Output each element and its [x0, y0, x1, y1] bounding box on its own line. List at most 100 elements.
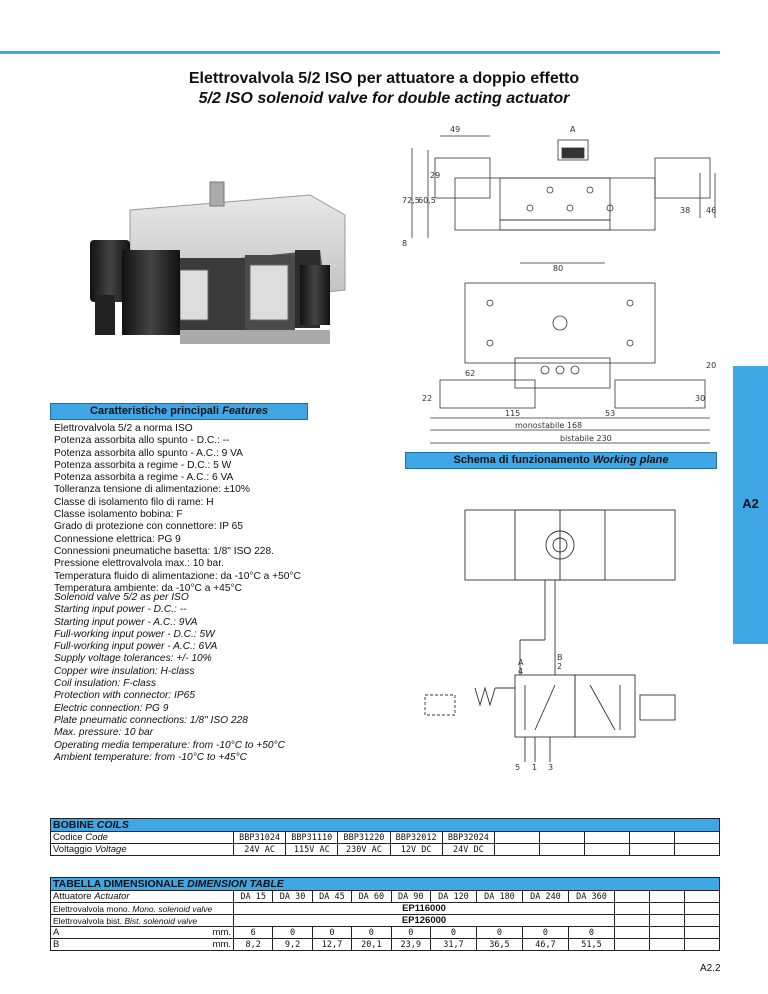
- coil-voltage: 115V AC: [285, 843, 339, 856]
- dim-b: 12,7: [311, 938, 353, 951]
- svg-text:62: 62: [465, 369, 475, 378]
- port-a-num: 4: [518, 667, 523, 676]
- svg-text:49: 49: [450, 125, 460, 134]
- empty-cell: [684, 926, 720, 939]
- empty-cell: [629, 843, 675, 856]
- port-a-label: A: [518, 658, 524, 667]
- voltage-label-it: Voltaggio: [53, 844, 93, 855]
- features-header-it: Caratteristiche principali: [90, 405, 220, 417]
- row-b-name: B: [53, 939, 60, 950]
- feature-en: Max. pressure: 10 bar: [54, 727, 154, 739]
- header-rule: [0, 51, 720, 54]
- mono-valve-code: EP116000: [233, 902, 615, 915]
- features-list-it: Elettrovalvola 5/2 a norma ISO Potenza a…: [54, 423, 301, 595]
- page-title: Elettrovalvola 5/2 ISO per attuatore a d…: [188, 70, 580, 87]
- mono-label-it: Elettrovalvola mono.: [53, 903, 131, 914]
- feature-it: Pressione elettrovalvola max.: 10 bar.: [54, 558, 224, 570]
- coil-code: BBP31024: [232, 831, 287, 844]
- dimension-title-it: TABELLA DIMENSIONALE: [53, 878, 185, 890]
- bist-valve-code: EP126000: [233, 914, 615, 927]
- coil-code: BBP32012: [389, 831, 443, 844]
- empty-cell: [649, 926, 685, 939]
- schema-header-en: Working plane: [592, 454, 669, 466]
- svg-text:72,5: 72,5: [402, 196, 420, 205]
- dim-b: 8,2: [232, 938, 274, 951]
- feature-it: Classe di isolamento filo di rame: H: [54, 496, 214, 508]
- schema-header-it: Schema di funzionamento: [453, 454, 590, 466]
- svg-text:bistabile 230: bistabile 230: [560, 434, 612, 443]
- feature-en: Supply voltage tolerances: +/- 10%: [54, 653, 212, 665]
- actuator: DA 180: [475, 890, 523, 903]
- feature-en: Starting input power - A.C.: 9VA: [54, 616, 198, 628]
- feature-en: Starting input power - D.C.: --: [54, 604, 187, 616]
- feature-en: Electric connection: PG 9: [54, 702, 169, 714]
- empty-cell: [584, 843, 630, 856]
- coils-title-it: BOBINE: [53, 819, 94, 831]
- empty-cell: [684, 902, 720, 915]
- mono-valve-label: Elettrovalvola mono. Mono. solenoid valv…: [50, 902, 234, 915]
- features-list-en: Solenoid valve 5/2 as per ISO Starting i…: [54, 592, 285, 764]
- actuator-label-en: Actuator: [94, 891, 130, 902]
- coils-table: BOBINE COILS Codice Code BBP31024 BBP311…: [50, 818, 720, 856]
- code-label-it: Codice: [53, 832, 83, 843]
- feature-it: Tolleranza tensione di alimentazione: ±1…: [54, 484, 250, 496]
- empty-cell: [614, 902, 650, 915]
- empty-cell: [649, 890, 685, 903]
- empty-cell: [584, 831, 630, 844]
- feature-it: Potenza assorbita allo spunto - D.C.: --: [54, 435, 230, 447]
- empty-cell: [614, 926, 650, 939]
- technical-drawing: 49 A 72,5 60,5 29 8 38 46 80 62 20 22 30…: [402, 125, 716, 444]
- dim-b: 46,7: [521, 938, 569, 951]
- dim-a: 0: [429, 926, 477, 939]
- dim-a: 0: [567, 926, 616, 939]
- row-b-unit: mm.: [212, 939, 231, 950]
- feature-en: Full-working input power - D.C.: 5W: [54, 628, 215, 640]
- empty-cell: [649, 914, 685, 927]
- feature-it: Temperatura fluido di alimentazione: da …: [54, 570, 301, 582]
- dim-a: 0: [475, 926, 523, 939]
- actuator: DA 90: [390, 890, 431, 903]
- feature-it: Potenza assorbita a regime - A.C.: 6 VA: [54, 472, 234, 484]
- features-header: Caratteristiche principali Features: [50, 403, 308, 420]
- port-b-num: 2: [557, 662, 562, 671]
- coil-voltage: 24V DC: [441, 843, 496, 856]
- feature-en: Operating media temperature: from -10°C …: [54, 739, 285, 751]
- coils-title-en: COILS: [96, 819, 129, 831]
- dim-b: 51,5: [567, 938, 616, 951]
- dim-a: 0: [521, 926, 569, 939]
- feature-it: Connessioni pneumatiche basetta: 1/8" IS…: [54, 545, 274, 557]
- dim-a: 0: [390, 926, 431, 939]
- svg-text:monostabile 168: monostabile 168: [515, 421, 582, 430]
- svg-text:38: 38: [680, 206, 690, 215]
- features-header-en: Features: [222, 405, 268, 417]
- svg-text:80: 80: [553, 264, 563, 273]
- feature-it: Elettrovalvola 5/2 a norma ISO: [54, 423, 193, 434]
- bist-valve-label: Elettrovalvola bist. Bist. solenoid valv…: [50, 914, 234, 927]
- empty-cell: [674, 843, 720, 856]
- bist-label-en: Bist. solenoid valve: [124, 915, 198, 926]
- actuator: DA 240: [521, 890, 569, 903]
- dim-b: 36,5: [475, 938, 523, 951]
- coil-code: BBP31220: [337, 831, 391, 844]
- feature-it: Potenza assorbita allo spunto - A.C.: 9 …: [54, 447, 243, 459]
- actuator: DA 30: [272, 890, 313, 903]
- empty-cell: [539, 843, 585, 856]
- dim-a: 6: [232, 926, 274, 939]
- feature-it: Classe isolamento bobina: F: [54, 509, 183, 521]
- empty-cell: [494, 843, 540, 856]
- feature-en: Copper wire insulation: H-class: [54, 665, 195, 677]
- feature-en: Full-working input power - A.C.: 6VA: [54, 641, 218, 653]
- actuator: DA 120: [429, 890, 477, 903]
- svg-text:A: A: [570, 125, 576, 134]
- actuator-label: Attuatore Actuator: [50, 890, 234, 903]
- empty-cell: [539, 831, 585, 844]
- svg-text:22: 22: [422, 394, 432, 403]
- actuator: DA 360: [567, 890, 616, 903]
- svg-text:29: 29: [430, 171, 440, 180]
- dim-a: 0: [351, 926, 392, 939]
- dim-b: 23,9: [390, 938, 431, 951]
- section-tab-label: A2: [742, 496, 759, 511]
- port-3: 3: [548, 763, 553, 770]
